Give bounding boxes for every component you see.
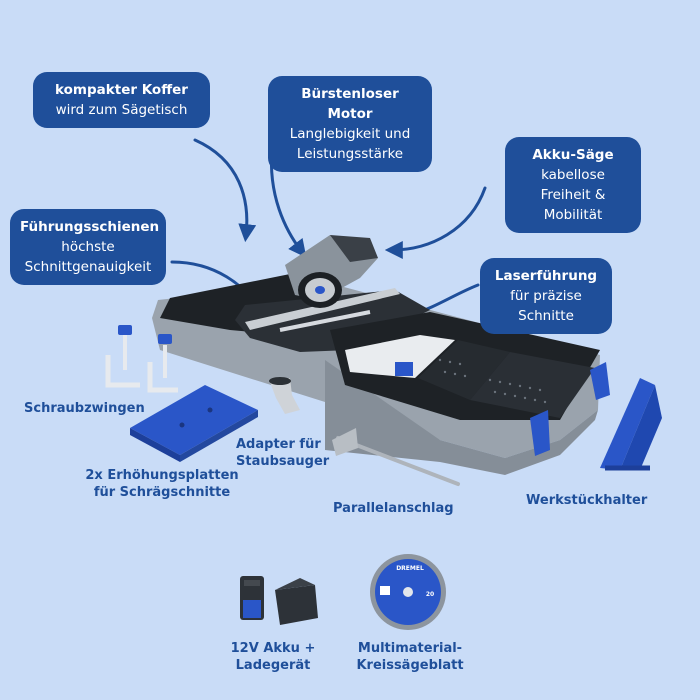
label-akku-line2: Ladegerät xyxy=(235,658,311,673)
callout-motor: Bürstenloser Motor Langlebigkeit und Lei… xyxy=(268,76,432,172)
dust-adapter xyxy=(269,377,300,414)
label-adapter-line2: Staubsauger xyxy=(236,454,330,469)
callout-schienen-line1: höchste xyxy=(61,239,115,255)
label-parallel-text: Parallelanschlag xyxy=(333,501,454,516)
label-akku: 12V Akku + Ladegerät xyxy=(228,640,318,674)
label-platten-line1: 2x Erhöhungsplatten xyxy=(85,468,239,483)
callout-motor-line1: Langlebigkeit und xyxy=(289,126,411,142)
label-blatt-line2: Kreissägeblatt xyxy=(356,658,464,673)
callout-akku: Akku-Säge kabellose Freiheit & Mobilität xyxy=(505,137,641,233)
callout-koffer-title: kompakter Koffer xyxy=(55,82,188,98)
label-akku-line1: 12V Akku + xyxy=(230,641,316,656)
label-schraubzwingen-text: Schraubzwingen xyxy=(24,401,145,416)
label-werkstueck: Werkstückhalter xyxy=(526,492,647,509)
clamps xyxy=(105,325,178,393)
callout-schienen-title: Führungsschienen xyxy=(20,219,160,235)
callout-motor-line2: Leistungsstärke xyxy=(296,146,404,162)
blade-teeth: 20 xyxy=(426,591,434,598)
label-adapter-line1: Adapter für xyxy=(236,437,321,452)
callout-akku-line2: Mobilität xyxy=(543,207,603,223)
callout-laser-text: für präzise Schnitte xyxy=(510,288,582,324)
raising-plate xyxy=(130,385,258,462)
label-parallel: Parallelanschlag xyxy=(333,500,454,517)
callout-schienen-line2: Schnittgenauigkeit xyxy=(24,259,152,275)
callout-motor-title: Bürstenloser Motor xyxy=(301,86,399,122)
label-schraubzwingen: Schraubzwingen xyxy=(24,400,145,417)
workpiece-holder xyxy=(600,378,662,471)
parallel-guide xyxy=(332,428,460,486)
callout-akku-title: Akku-Säge xyxy=(532,147,614,163)
callout-koffer: kompakter Koffer wird zum Sägetisch xyxy=(33,72,210,128)
callout-koffer-text: wird zum Sägetisch xyxy=(55,102,188,118)
saw-case xyxy=(152,235,610,475)
label-blatt-line1: Multimaterial- xyxy=(357,641,463,656)
label-blatt: Multimaterial- Kreissägeblatt xyxy=(355,640,465,674)
callout-laser: Laserführung für präzise Schnitte xyxy=(480,258,612,334)
label-werkstueck-text: Werkstückhalter xyxy=(526,493,648,508)
callout-akku-line1: kabellose Freiheit & xyxy=(540,167,606,203)
battery-charger xyxy=(240,576,318,625)
label-platten-line2: für Schrägschnitte xyxy=(93,485,231,500)
blade-brand: DREMEL xyxy=(396,565,424,572)
callout-laser-title: Laserführung xyxy=(494,268,598,284)
label-platten: 2x Erhöhungsplatten für Schrägschnitte xyxy=(82,467,242,501)
saw-blade: DREMEL 20 xyxy=(370,554,446,630)
label-adapter: Adapter für Staubsauger xyxy=(236,436,330,470)
callout-schienen: Führungsschienen höchste Schnittgenauigk… xyxy=(10,209,166,285)
